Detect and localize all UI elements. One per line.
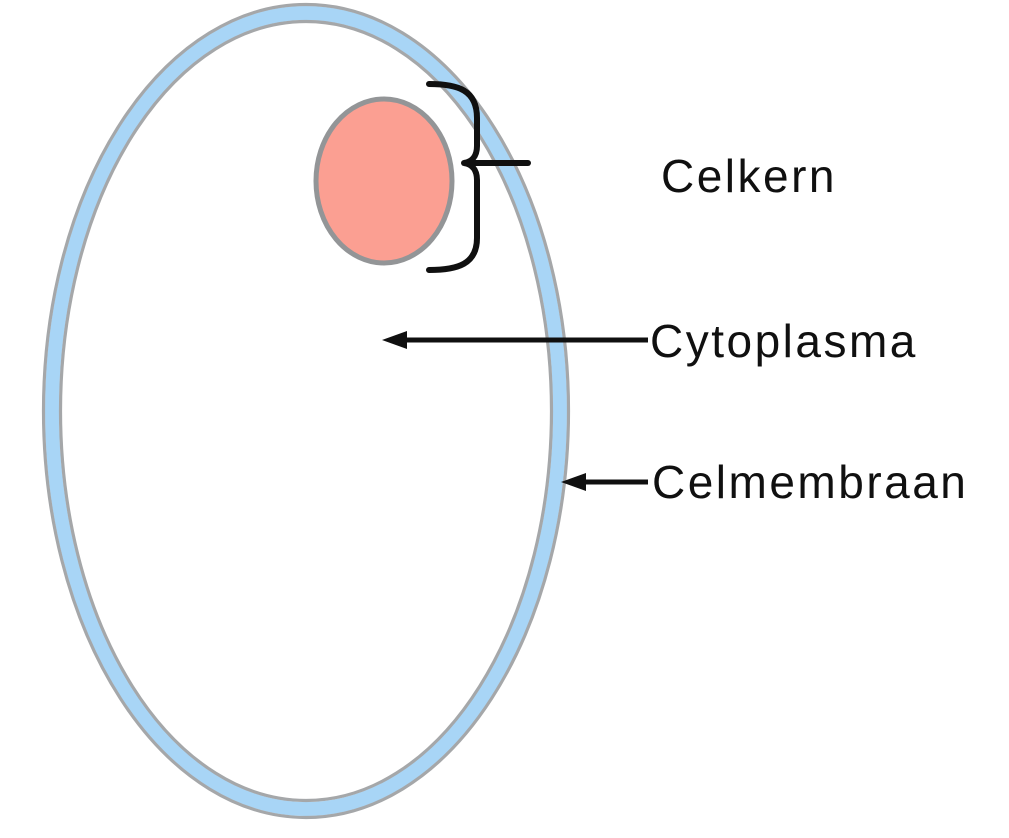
cell-membrane-band: [45, 6, 567, 816]
nucleus: [313, 96, 455, 266]
cell-membrane-inner-outline: [58, 19, 554, 803]
celmembraan-arrow: [561, 473, 648, 491]
membrane-label: Celmembraan: [652, 456, 969, 508]
cytoplasma-arrowhead-icon: [382, 331, 407, 349]
cell-membrane-outer-outline: [41, 2, 571, 820]
celkern-brace: [426, 81, 531, 273]
cell-membrane: [41, 2, 571, 820]
cytoplasma-arrow: [382, 331, 648, 349]
cytoplasm-label: Cytoplasma: [650, 315, 918, 367]
celmembraan-arrowhead-icon: [561, 473, 586, 491]
nucleus-label: Celkern: [661, 150, 838, 202]
